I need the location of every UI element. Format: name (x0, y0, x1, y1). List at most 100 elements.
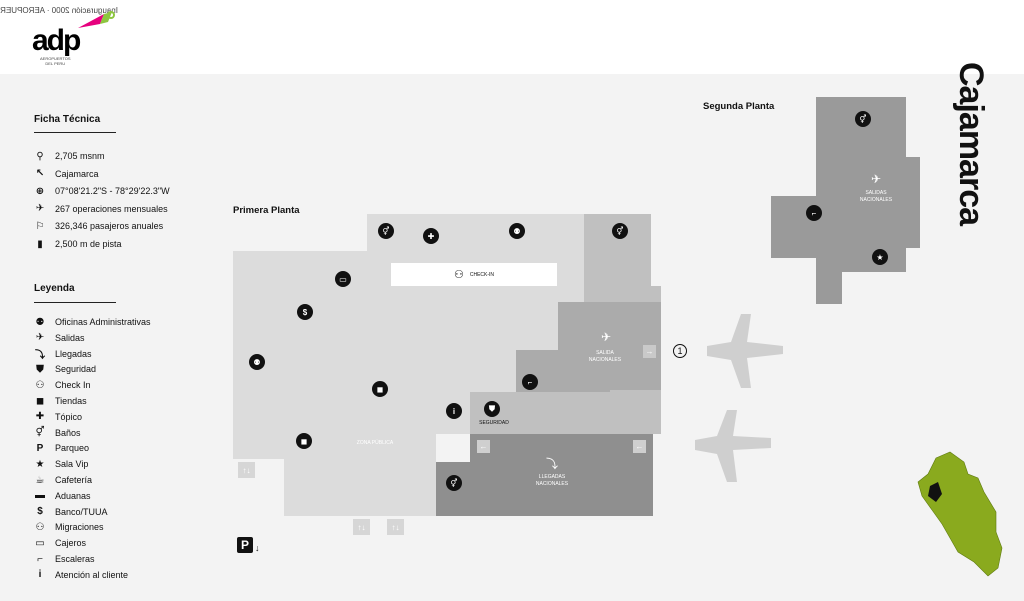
shop-poi-1[interactable]: ◼ (372, 381, 388, 397)
target-icon: ⊕ (35, 185, 45, 197)
ficha-row: ⚐ 326,346 pasajeros anuales (34, 219, 164, 233)
legend-item-label: Check In (55, 380, 91, 391)
ficha-title: Ficha Técnica (34, 114, 101, 125)
legend-item: $Banco/TUUA (34, 505, 107, 519)
ficha-row-text: 326,346 pasajeros anuales (55, 221, 164, 232)
atm-poi[interactable]: ▭ (335, 271, 351, 287)
parking-icon: P (36, 442, 44, 454)
bank-poi[interactable]: $ (297, 304, 313, 320)
ficha-row: ⊕ 07°08'21.2"S - 78°29'22.3"W (34, 184, 170, 198)
first-aid-icon: ✚ (35, 411, 45, 423)
location-pin-icon: ⚲ (36, 150, 44, 162)
admin-offices-poi-1[interactable]: ⚉ (509, 223, 525, 239)
gate-marker[interactable]: 1 (673, 344, 687, 358)
legend-item-label: Oficinas Administrativas (55, 317, 151, 327)
legend-item-label: Escaleras (55, 554, 95, 564)
info-icon: i (38, 569, 42, 581)
shop-icon: ◼ (35, 395, 45, 407)
arrivals-icon: ⤵ (35, 350, 45, 362)
legend-item-label: Aduanas (55, 490, 91, 501)
legend-item: ▭Cajeros (34, 536, 86, 550)
security-icon: ⛊ (36, 363, 44, 375)
ficha-row: ↖ Cajamarca (34, 167, 99, 181)
legend-item-label: Atención al cliente (55, 569, 129, 580)
legend-item-label: Salidas (55, 332, 85, 343)
llegadas-arrivals-icon: ⤵ (545, 457, 558, 471)
legend-item: ⚇ Check In (34, 378, 91, 392)
vip-star-icon: ★ (35, 458, 45, 470)
checkin-counter[interactable]: ⚇ CHECK-IN (391, 263, 557, 286)
arrival-plane-icon (695, 410, 771, 482)
admin-offices-poi-2[interactable]: ⚉ (249, 354, 265, 370)
ficha-row-text: 07°08'21.2"S - 78°29'22.3"W (55, 186, 170, 197)
entrance-updown-icon-1: ↑↓ (238, 462, 255, 478)
departure-plane-icon (707, 314, 783, 388)
zona-publica-area (233, 214, 584, 516)
legend-item-label: Tópico (55, 411, 83, 422)
legend-item-label: Parqueo (55, 443, 90, 454)
restroom-poi-1[interactable]: ⚥ (378, 223, 394, 239)
legend-item: ▬ Aduanas (34, 489, 91, 503)
legend-item-label: Llegadas (55, 348, 92, 359)
info-poi[interactable]: i (446, 403, 462, 419)
legend-item-label: Baños (55, 427, 81, 438)
legend-item: ☕Cafetería (34, 473, 93, 487)
migration-icon: ⚇ (35, 521, 45, 533)
plane-icon: ✈ (35, 203, 45, 215)
legend-title: Leyenda (34, 283, 75, 294)
ficha-row-text: Cajamarca (55, 168, 99, 179)
legend-divider (34, 302, 116, 303)
checkin-label: CHECK-IN (469, 271, 495, 278)
logo-subtitle: AEROPUERTOS DEL PERU (40, 56, 71, 66)
llegadas-nacionales-label: LLEGADAS NACIONALES (535, 474, 569, 487)
checkin-icon: ⚇ (35, 379, 45, 391)
shop-poi-2[interactable]: ◼ (296, 433, 312, 449)
salida-nacionales-label: SALIDA NACIONALES (588, 350, 622, 363)
legend-item-label: Tiendas (55, 396, 87, 406)
ficha-row: ▮2,500 m de pista (34, 237, 121, 251)
atm-icon: ▭ (35, 537, 45, 549)
entrance-updown-icon-2: ↑↓ (353, 519, 370, 535)
legend-item: P Parqueo (34, 441, 89, 455)
seguridad-label: SEGURIDAD (479, 420, 509, 426)
legend-item: ⚥ Baños (34, 426, 81, 440)
checkin-icon: ⚇ (453, 269, 464, 281)
entrance-updown-icon-3: ↑↓ (387, 519, 404, 535)
stairs-icon: ⌐ (37, 553, 43, 565)
security-poi[interactable]: ⛊ (484, 401, 500, 417)
parking-down-arrow-icon: ↓ (255, 543, 260, 553)
salida-nacionales-area (516, 302, 661, 392)
first-aid-poi[interactable]: ✚ (423, 228, 439, 244)
legend-item-label: Sala Vip (55, 459, 89, 470)
walker-icon: ⚐ (35, 220, 45, 232)
ficha-row-text: 267 operaciones mensuales (55, 203, 168, 214)
legend-item: ⌐ Escaleras (34, 552, 95, 566)
primera-planta-label: Primera Planta (233, 205, 300, 216)
stairs-poi-1[interactable]: ⌐ (522, 374, 538, 390)
legend-item: ✈Salidas (34, 331, 85, 345)
restroom-poi-4[interactable]: ⚥ (855, 111, 871, 127)
legend-item: ⛊Seguridad (34, 362, 96, 376)
ficha-divider (34, 132, 116, 133)
legend-item: i Atención al cliente (34, 568, 128, 582)
peru-map-icon (917, 451, 1003, 577)
bank-icon: $ (37, 506, 43, 518)
restroom-poi-2[interactable]: ⚥ (612, 223, 628, 239)
segunda-planta-label: Segunda Planta (703, 101, 775, 112)
direction-icon: ↖ (35, 168, 45, 180)
logo-flag-icon (78, 11, 115, 28)
parking-marker[interactable]: P (237, 537, 253, 553)
cafe-icon: ☕ (35, 474, 45, 486)
customs-icon: ▬ (35, 490, 45, 502)
runway-icon: ▮ (37, 238, 43, 250)
restroom-poi-3[interactable]: ⚥ (446, 475, 462, 491)
restroom-icon: ⚥ (35, 427, 45, 439)
logo-brand: adp (32, 24, 81, 57)
ficha-row: ✈ 267 operaciones mensuales (34, 202, 168, 216)
zona-publica-label: ZONA PÚBLICA (356, 440, 394, 446)
ficha-row-text: 2,705 msnm (55, 151, 105, 161)
legend-item: ⚉Oficinas Administrativas (34, 315, 151, 329)
vip-lounge-poi[interactable]: ★ (872, 249, 888, 265)
arrival-left-arrow-icon-1: ← (477, 440, 490, 453)
stairs-poi-2[interactable]: ⌐ (806, 205, 822, 221)
